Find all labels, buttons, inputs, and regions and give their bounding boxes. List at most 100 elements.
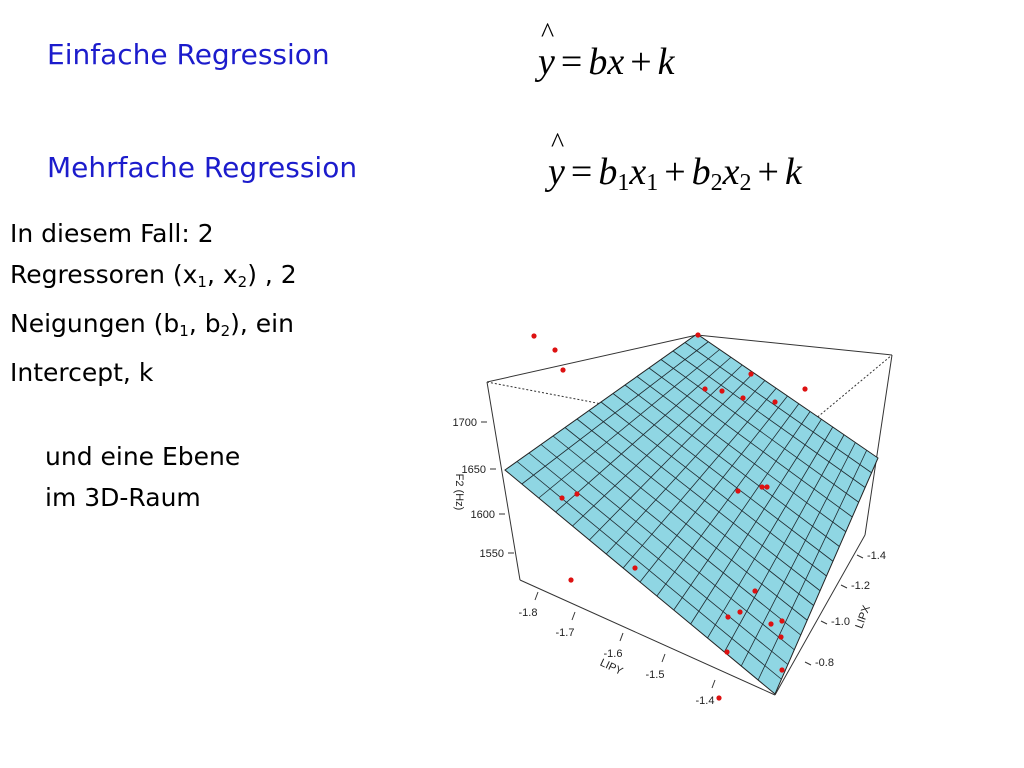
lipy-axis-tick [571, 611, 576, 621]
data-point [716, 695, 722, 701]
z-axis-label: F2 (Hz) [453, 474, 465, 511]
data-point [559, 495, 565, 501]
formula-simple-regression: y=bx+k [538, 18, 675, 84]
lipy-axis-tick [661, 653, 666, 663]
data-point [552, 347, 558, 353]
lipy-axis-tick [534, 591, 539, 601]
term-k: k [784, 151, 802, 193]
lipx-axis-tick [820, 620, 828, 625]
data-point [725, 614, 731, 620]
data-point [574, 491, 580, 497]
z-axis-tick-label: 1550 [480, 548, 504, 560]
z-axis-tick-label: 1600 [471, 509, 495, 521]
heading-simple-regression: Einfache Regression [47, 38, 330, 71]
plane-grid-line [673, 411, 811, 611]
text-line: Intercept, k [10, 358, 154, 387]
sub-2: 2 [710, 170, 723, 196]
lipx-axis-tick [840, 584, 848, 589]
lipx-axis-tick-label: -1.4 [867, 550, 886, 562]
data-point [752, 588, 758, 594]
box-edge [774, 534, 866, 696]
box-edge [864, 354, 893, 536]
data-point [759, 484, 765, 490]
box-edge [696, 334, 893, 356]
text-fragment: Regressoren (x [10, 260, 198, 289]
plane-grid-line [684, 342, 872, 474]
lipy-axis-tick-label: -1.4 [696, 695, 715, 707]
lipx-axis-tick-label: -1.0 [831, 616, 850, 628]
data-point [737, 609, 743, 615]
plane-grid-line [660, 359, 859, 503]
data-point [768, 621, 774, 627]
box-edge [486, 381, 521, 581]
plane-grid-line [639, 395, 788, 583]
lipy-axis-tick [619, 632, 624, 642]
data-point [735, 488, 741, 494]
lipx-axis-tick-label: -0.8 [815, 657, 834, 669]
box-edge [486, 334, 698, 383]
plane-grid-line [757, 450, 868, 681]
lipx-axis-tick-label: -1.2 [851, 580, 870, 592]
data-point [719, 388, 725, 394]
plane-grid-line [707, 426, 834, 639]
sub-1: 1 [617, 170, 630, 196]
data-point [724, 649, 730, 655]
regression-plane [504, 333, 879, 695]
text-fragment: ) , 2 [247, 260, 297, 289]
subscript: 1 [179, 322, 189, 340]
lipy-axis-tick-label: -1.6 [604, 648, 623, 660]
text-line: Neigungen (b1, b2), ein [10, 303, 370, 352]
data-point [702, 386, 708, 392]
equals-sign: = [570, 151, 593, 193]
y-hat: y [548, 128, 565, 194]
z-axis-tick-label: 1700 [453, 417, 477, 429]
text-fragment: ), ein [230, 309, 294, 338]
data-point [695, 332, 701, 338]
plane-grid-line [612, 393, 834, 562]
heading-multiple-regression: Mehrfache Regression [47, 151, 358, 184]
term-bx: bx [588, 41, 625, 83]
text-fragment: , x [206, 260, 238, 289]
data-points [531, 332, 808, 701]
data-point [764, 484, 770, 490]
data-point [740, 395, 746, 401]
plus-sign: + [630, 41, 652, 83]
plus-sign: + [664, 151, 686, 193]
subscript: 1 [197, 273, 207, 291]
lipx-axis-tick [804, 661, 812, 666]
plane-grid-line [740, 442, 856, 667]
data-point [632, 565, 638, 571]
subscript: 2 [237, 273, 248, 291]
lipy-axis-tick-label: -1.5 [646, 669, 665, 681]
box-edge [519, 579, 776, 696]
data-point [778, 634, 784, 640]
term-x2: x [722, 151, 740, 193]
plane-grid-line [690, 419, 822, 625]
lipy-axis-tick [711, 679, 716, 689]
data-point [802, 386, 808, 392]
plane-grid-line [724, 434, 845, 653]
plane-surface [504, 333, 879, 695]
subscript: 2 [220, 322, 231, 340]
text-line: In diesem Fall: 2 [10, 219, 214, 248]
term-k: k [657, 41, 675, 83]
y-hat: y [538, 18, 555, 84]
data-point [568, 577, 574, 583]
plane-text: und eine Ebene im 3D-Raum [45, 436, 345, 518]
plane-grid-line [624, 384, 840, 547]
data-point [560, 367, 566, 373]
sub-1: 1 [646, 170, 659, 196]
data-point [779, 667, 785, 673]
text-fragment: , b [188, 309, 221, 338]
term-b1: b [598, 151, 618, 193]
text-fragment: Neigungen (b [10, 309, 180, 338]
plane-grid-line [656, 403, 800, 597]
lipy-axis-tick-label: -1.8 [519, 607, 538, 619]
data-point [531, 333, 537, 339]
sub-2: 2 [739, 170, 752, 196]
term-b2: b [691, 151, 711, 193]
formula-multiple-regression: y=b1x1+b2x2+k [548, 128, 802, 197]
text-line: im 3D-Raum [45, 483, 201, 512]
plane-grid-line [636, 376, 847, 533]
